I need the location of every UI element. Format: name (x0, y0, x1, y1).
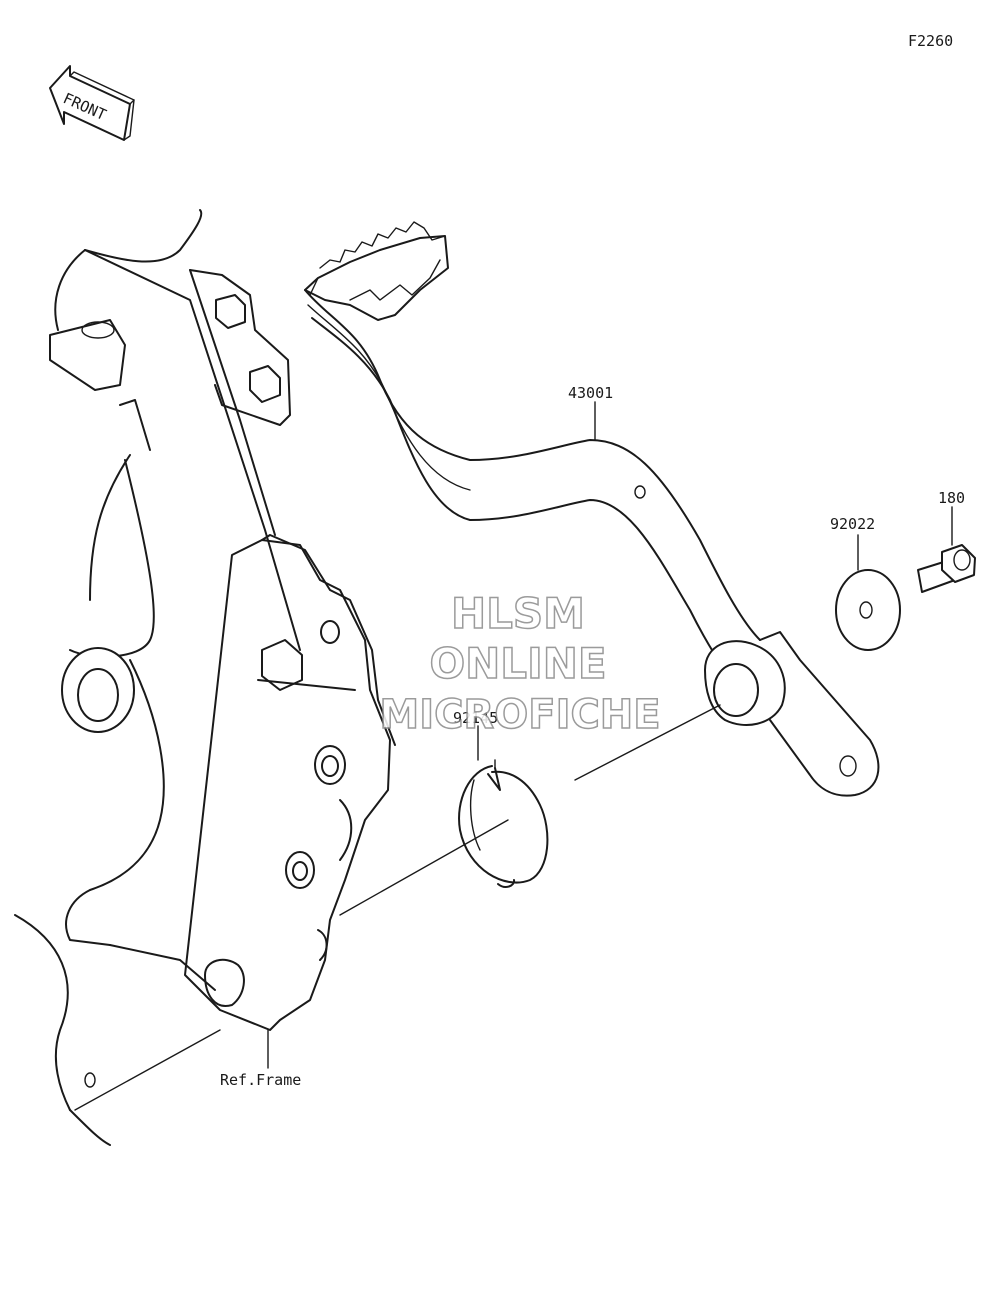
spring-drawing (339, 759, 549, 916)
watermark-line3: MICROFICHE (379, 692, 660, 738)
frame-drawing (14, 209, 301, 1146)
diagram-code: F2260 (908, 32, 953, 50)
callout-43001[interactable]: 43001 (568, 384, 613, 402)
front-arrow-icon: FRONT (49, 65, 135, 141)
bolt-drawing (917, 544, 976, 593)
watermark-line2: ONLINE (429, 639, 606, 688)
callout-92145[interactable]: 92145 (453, 709, 498, 727)
brake-pedal-drawing (304, 221, 880, 797)
watermark: HLSM ONLINE MICROFICHE (379, 588, 662, 739)
callout-92022[interactable]: 92022 (830, 515, 875, 533)
watermark-line1: HLSM (451, 589, 585, 638)
callout-ref-frame[interactable]: Ref.Frame (220, 1071, 301, 1089)
frame-bracket (184, 269, 396, 1031)
washer-drawing (835, 569, 901, 651)
callout-180[interactable]: 180 (938, 489, 965, 507)
